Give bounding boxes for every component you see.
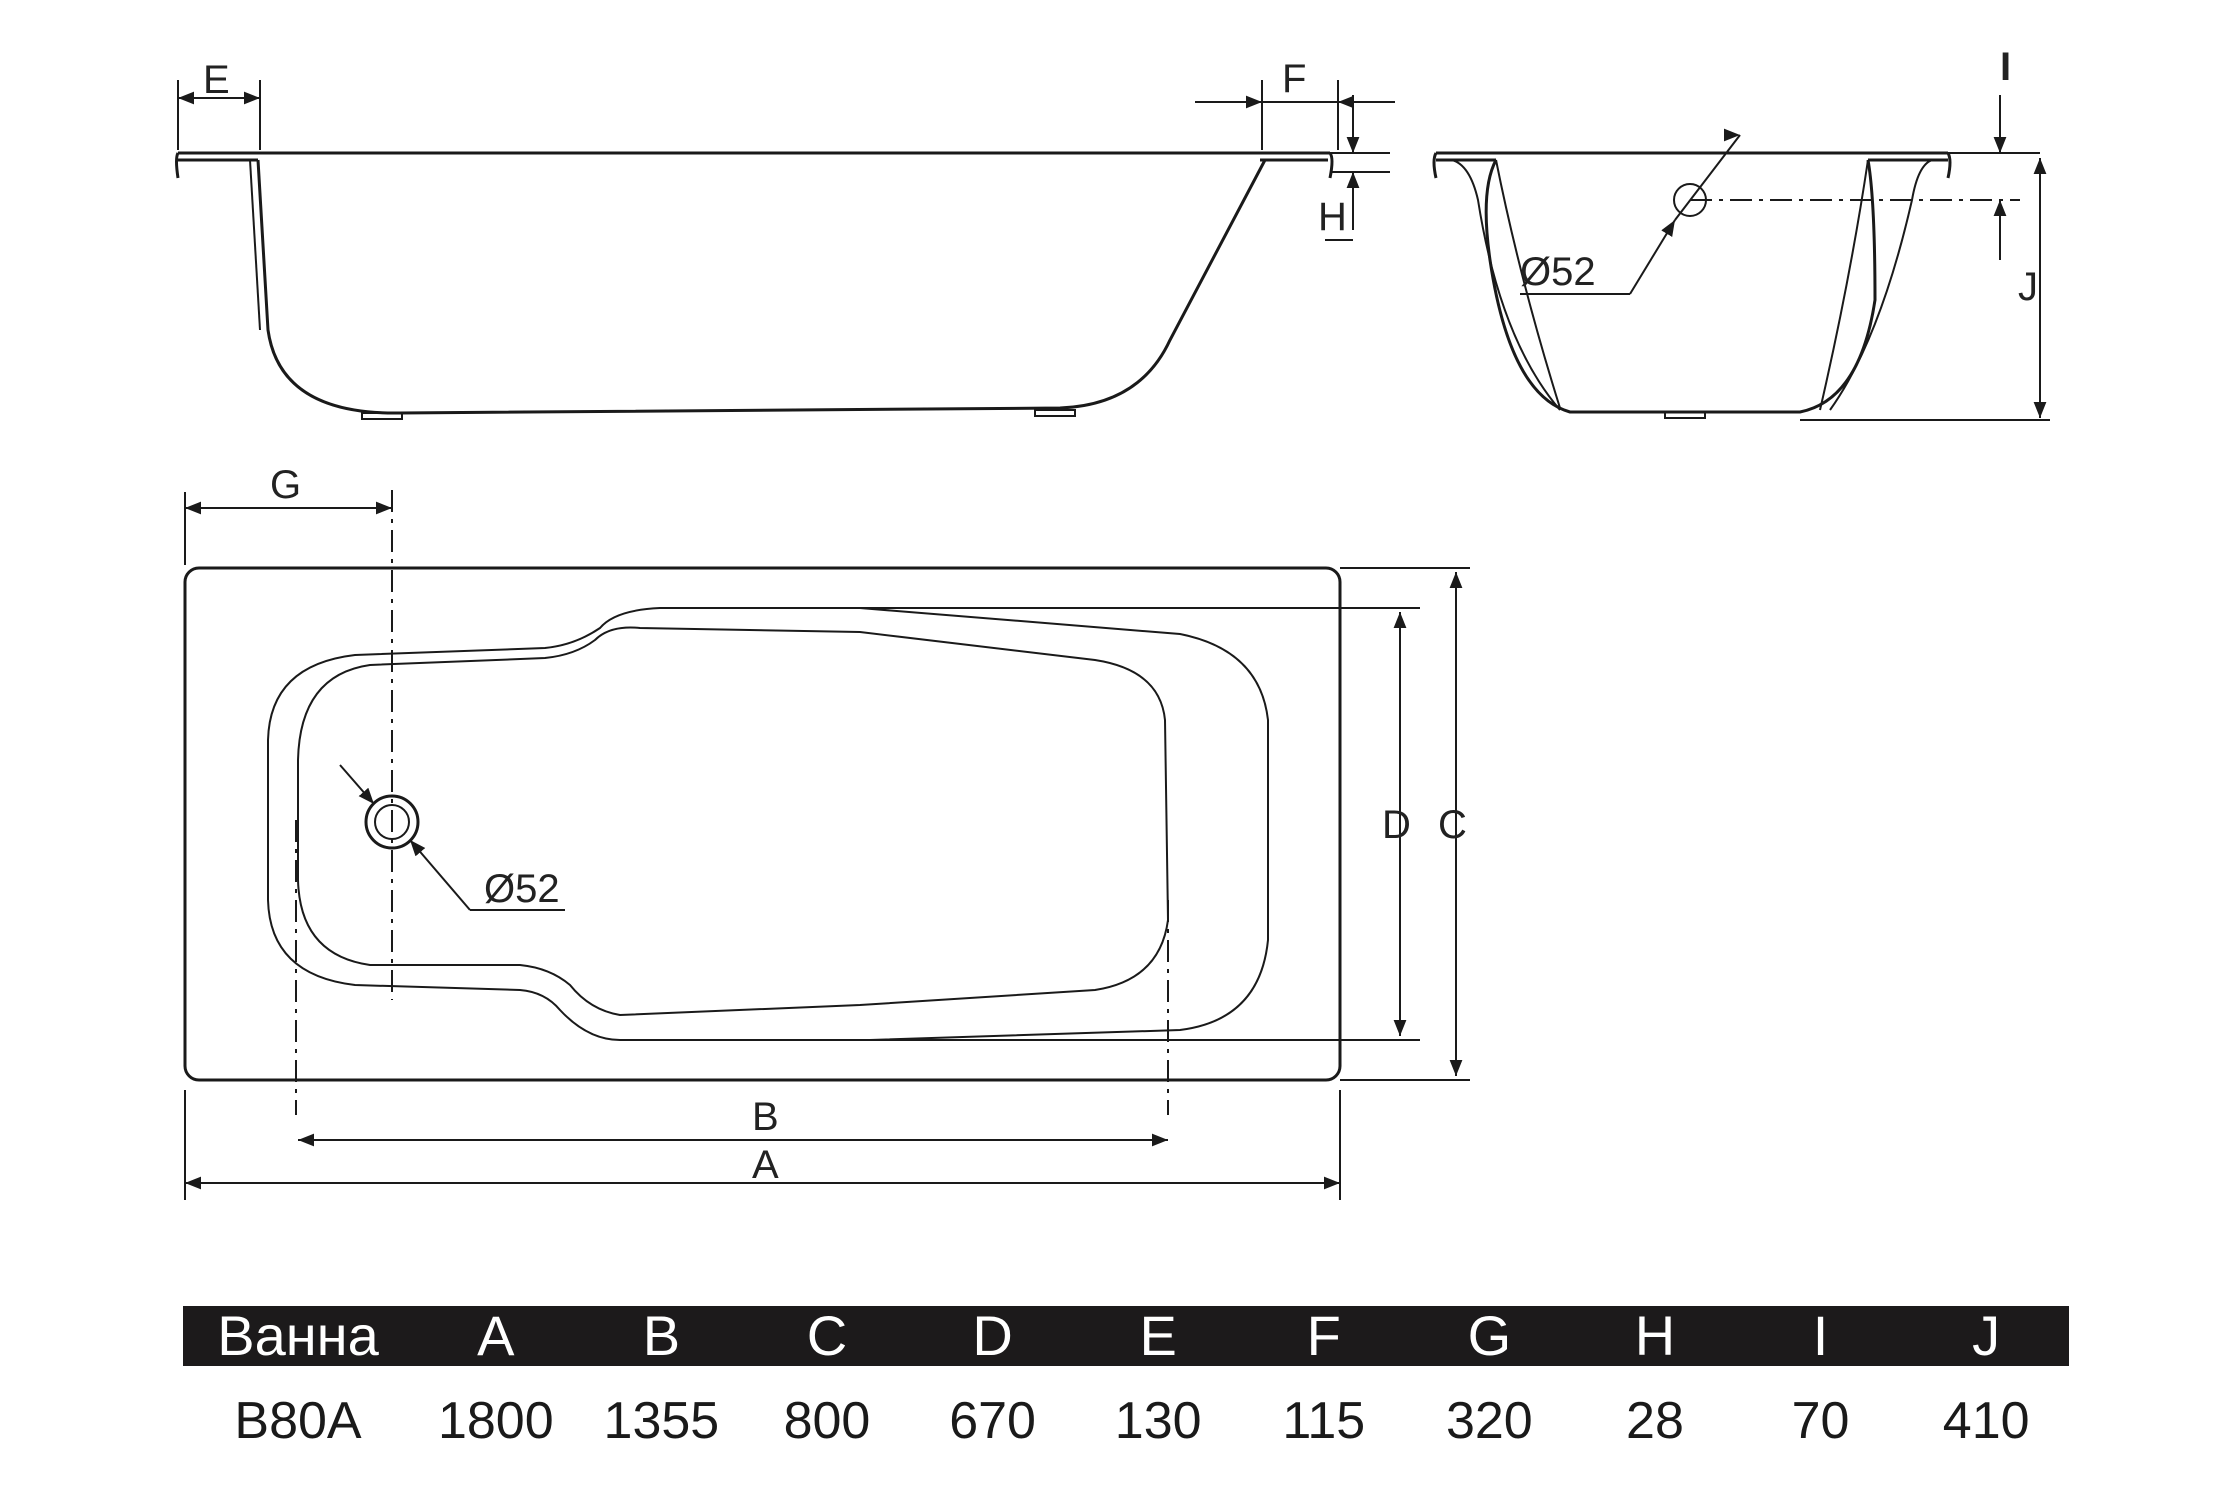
dim-label-b: B — [752, 1095, 779, 1139]
header-cell: F — [1240, 1306, 1407, 1366]
header-cell: B — [578, 1306, 745, 1366]
dim-label-i: I — [2000, 45, 2011, 89]
header-cell: E — [1075, 1306, 1241, 1366]
table-cell: 130 — [1114, 1392, 1202, 1450]
header-cell: I — [1737, 1306, 1904, 1366]
table-cell: 670 — [949, 1392, 1036, 1450]
table-cell: 28 — [1626, 1392, 1684, 1450]
dim-label-f: F — [1282, 57, 1306, 101]
dim-label-g: G — [270, 463, 301, 507]
dim-label-c: C — [1438, 803, 1467, 847]
side-view: E F H — [175, 57, 1395, 420]
header-cell: C — [744, 1306, 910, 1366]
drain-label-top: Ø52 — [484, 867, 560, 911]
header-cell: H — [1572, 1306, 1738, 1366]
table-row: B80A 1800 1355 800 670 130 115 320 28 70… — [183, 1366, 2069, 1476]
table-cell: 1800 — [437, 1392, 554, 1450]
drain-label-side: Ø52 — [1520, 250, 1596, 294]
dim-label-a: A — [752, 1143, 779, 1187]
top-view: Ø52 G D C B A — [183, 463, 1470, 1200]
dim-label-e: E — [203, 58, 230, 102]
header-cell: Ванна — [183, 1306, 413, 1366]
dim-label-d: D — [1382, 803, 1411, 847]
table-header-row: Ванна A B C D E F G H I J — [183, 1306, 2069, 1366]
technical-drawing: E F H Ø52 — [175, 45, 2050, 1200]
table-cell: 70 — [1791, 1392, 1850, 1450]
table-cell: 115 — [1282, 1392, 1366, 1450]
table-cell: B80A — [234, 1392, 362, 1450]
table-cell: 800 — [783, 1392, 871, 1450]
table-cell: 320 — [1445, 1392, 1533, 1450]
table-cell: 1355 — [603, 1392, 720, 1450]
header-cell: G — [1406, 1306, 1573, 1366]
table-cell: 410 — [1942, 1392, 2030, 1450]
header-cell: A — [413, 1306, 579, 1366]
dimensions-table: Ванна A B C D E F G H I J B80A 1800 1355… — [183, 1306, 2069, 1476]
header-cell: D — [909, 1306, 1076, 1366]
end-view: Ø52 I J — [1432, 45, 2050, 421]
dim-label-j: J — [2018, 265, 2038, 309]
dim-label-h: H — [1318, 195, 1347, 239]
header-cell: J — [1903, 1306, 2069, 1366]
